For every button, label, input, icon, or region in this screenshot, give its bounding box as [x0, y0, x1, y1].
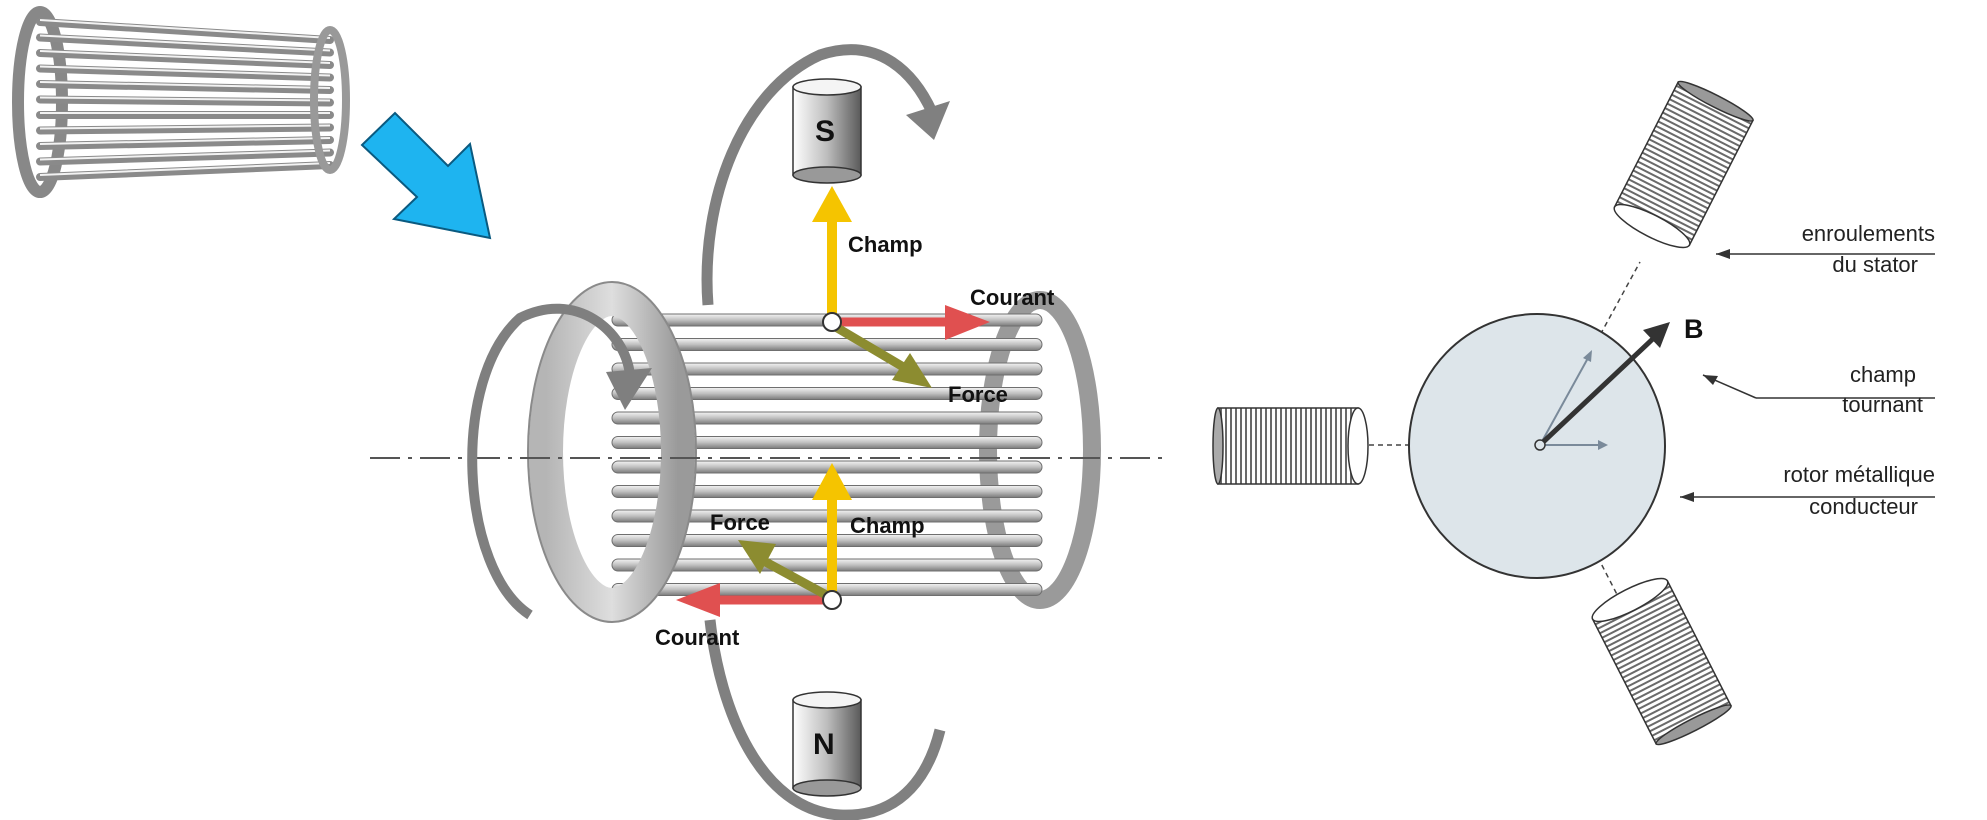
magnet-south: S — [792, 78, 862, 184]
front-end-ring — [529, 282, 695, 622]
small-cage-bar-highlight — [39, 19, 331, 39]
label-rotor-line2: conducteur — [1809, 494, 1918, 519]
small-cage-bar — [36, 80, 334, 94]
force-arrow-bottom-icon — [738, 540, 776, 574]
cage-bar — [611, 362, 1043, 376]
small-cage-bar-highlight — [39, 149, 331, 161]
b-field-vector-icon — [1538, 332, 1660, 447]
bottom-conductor-vectors: Force Champ Courant — [655, 463, 925, 650]
label-rotor-line1: rotor métallique — [1783, 462, 1935, 487]
label-stator-line2: du stator — [1832, 252, 1918, 277]
magnet-south-label: S — [815, 115, 835, 148]
cage-bar — [611, 436, 1043, 449]
courant-label-top: Courant — [970, 285, 1055, 310]
bottom-rotation-arrow-icon — [704, 619, 946, 820]
blue-pointer-arrow-icon — [360, 111, 492, 240]
horizontal-rotation-arrow-icon — [467, 303, 635, 620]
stator-coil-bottom-icon — [1591, 577, 1732, 746]
b-field-label: B — [1684, 314, 1704, 344]
top-conductor-vectors: Champ Courant Force — [812, 186, 1055, 407]
cage-bar — [611, 338, 1043, 351]
field-pointer-icon — [1703, 375, 1718, 385]
champ-arrow-top-icon — [812, 186, 852, 222]
small-cage-bar-highlight — [39, 50, 331, 64]
small-cage-bar — [36, 123, 334, 135]
magnet-north: N — [792, 691, 862, 797]
force-arrow-top-icon — [892, 353, 932, 388]
small-cage-bar — [36, 64, 334, 82]
force-label-bottom: Force — [710, 510, 770, 535]
stator-coil-left-icon — [1212, 407, 1369, 485]
stator-rotor-schematic: B enroulements du stator champ tournant … — [1212, 80, 1935, 746]
small-cage-bar — [36, 33, 334, 57]
vertical-rotation-arrowhead-icon — [906, 101, 950, 140]
small-cage-bar-highlight — [39, 162, 331, 176]
small-cage-bar-highlight — [39, 81, 331, 89]
main-squirrel-cage — [370, 44, 1170, 820]
rotor-pointer-icon — [1680, 492, 1694, 502]
force-label-top: Force — [948, 382, 1008, 407]
courant-arrow-bottom-icon — [676, 583, 720, 617]
stator-pointer-icon — [1716, 249, 1730, 259]
small-cage-bar-highlight — [39, 65, 331, 77]
small-squirrel-cage-icon — [12, 6, 350, 198]
champ-label-top: Champ — [848, 232, 923, 257]
small-cage-bar-highlight — [39, 137, 331, 145]
magnet-north-label: N — [813, 728, 835, 761]
champ-label-bottom: Champ — [850, 513, 925, 538]
courant-label-bottom: Courant — [655, 625, 740, 650]
champ-arrow-bottom-icon — [812, 463, 852, 500]
cage-bar — [611, 411, 1043, 425]
label-field-line2: tournant — [1842, 392, 1923, 417]
small-cage-bar — [36, 95, 334, 107]
courant-arrow-top-icon — [945, 305, 990, 340]
small-cage-bar-highlight — [39, 124, 331, 130]
small-cage-bars — [36, 18, 334, 181]
vertical-rotation-arrow-icon — [701, 44, 937, 306]
small-cage-bar-highlight — [39, 34, 331, 52]
small-cage-bar-highlight — [39, 96, 331, 102]
cage-bar — [611, 387, 1043, 400]
stator-coil-top-icon — [1613, 80, 1754, 249]
label-field-line1: champ — [1850, 362, 1916, 387]
label-stator-line1: enroulements — [1802, 221, 1935, 246]
small-cage-bar — [36, 136, 334, 150]
small-cage-bar — [36, 49, 334, 69]
small-cage-bar — [36, 18, 334, 44]
small-cage-bar — [36, 161, 334, 181]
small-cage-bar — [36, 148, 334, 166]
